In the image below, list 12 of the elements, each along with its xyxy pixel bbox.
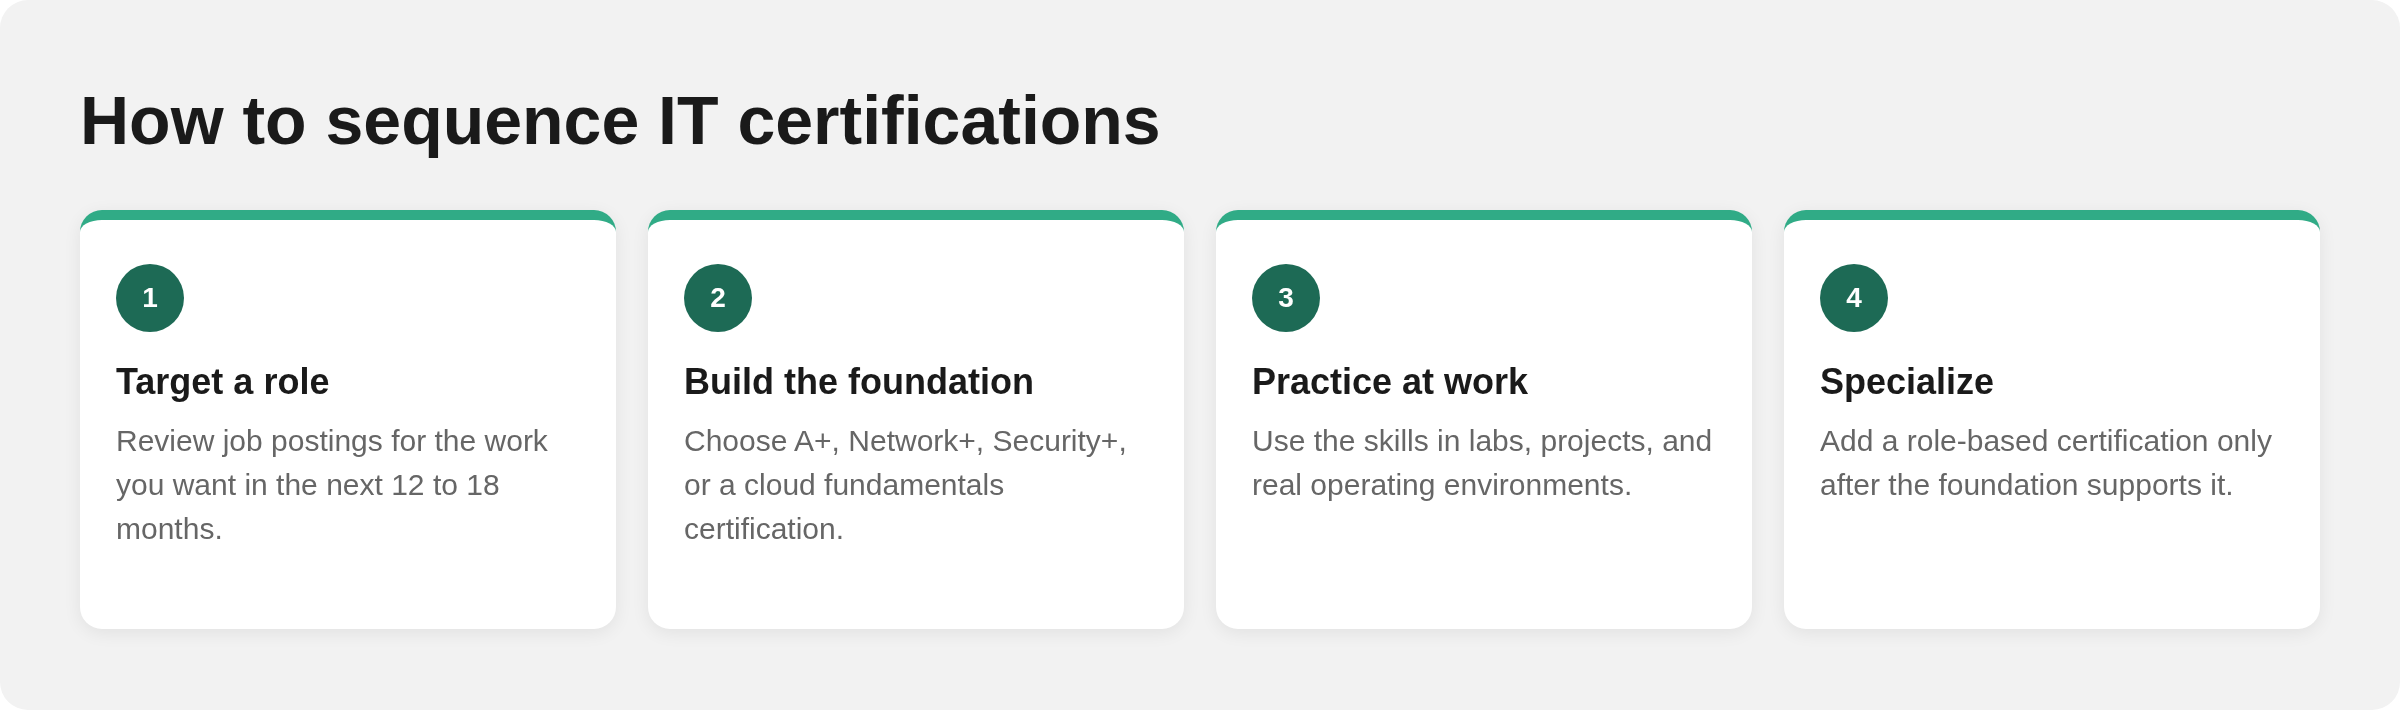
- step-card: [1784, 210, 2320, 629]
- step-description: Use the skills in labs, projects, and real operating environments.: [1252, 423, 1714, 504]
- step-description: Choose A+, Network+, Security+, or a cloud fundamentals certification.: [684, 423, 1128, 548]
- step-description: Add a role-based certification only after the foundation supports it.: [1820, 423, 2273, 504]
- step-card: [80, 210, 616, 629]
- step-card: [1216, 210, 1752, 629]
- step-heading: Target a role: [116, 360, 330, 404]
- step-description: Review job postings for the work you want in the next 12 to 18 months.: [116, 423, 549, 548]
- step-heading: Practice at work: [1252, 360, 1529, 404]
- step-heading: Build the foundation: [684, 360, 1034, 404]
- step-card: [648, 210, 1184, 629]
- step-heading: Specialize: [1820, 360, 1995, 404]
